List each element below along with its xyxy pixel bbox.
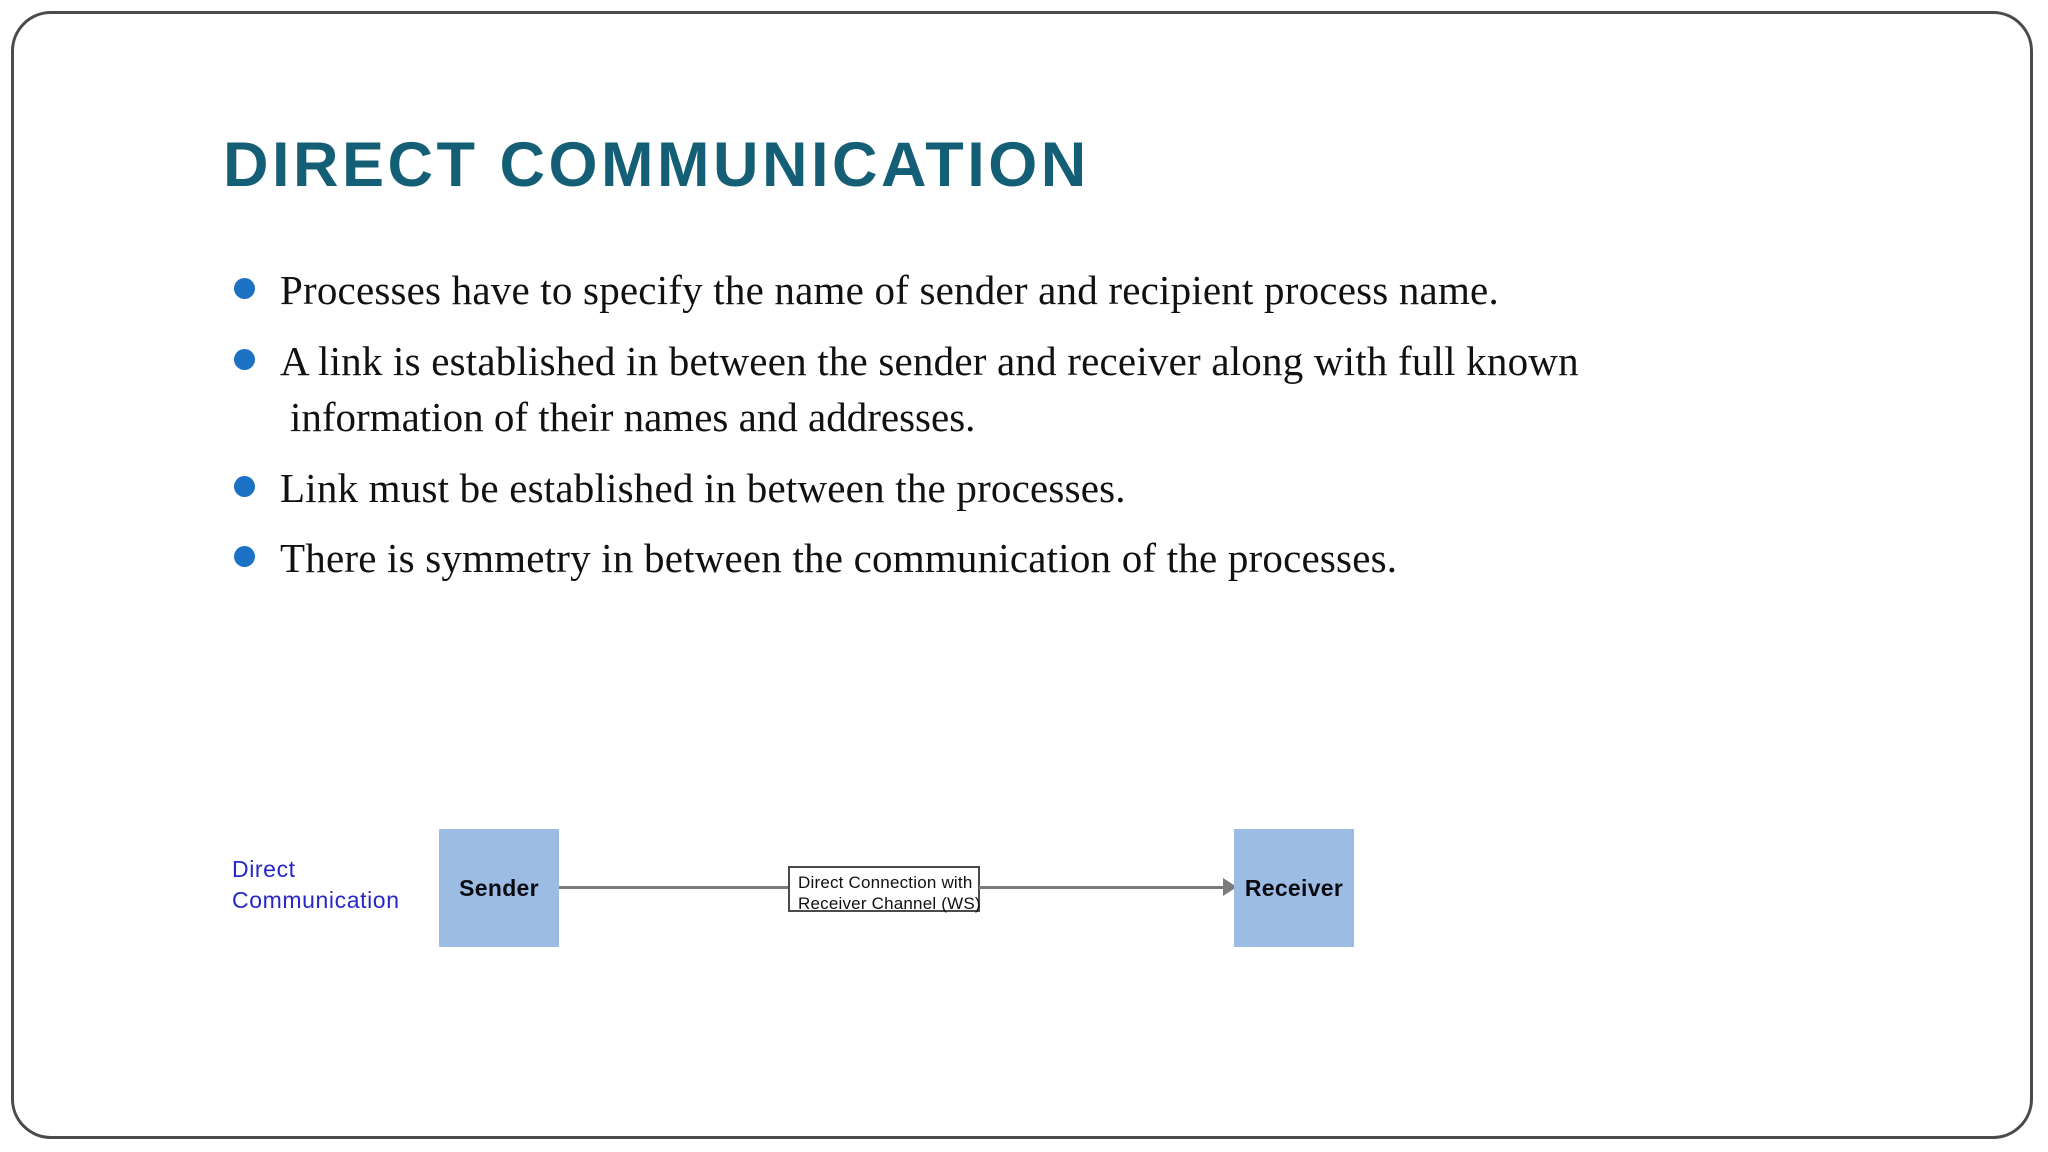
connector-line-right (979, 886, 1226, 889)
bullet-dot-icon (234, 546, 255, 568)
sender-node-label: Sender (459, 874, 539, 901)
diagram-caption-line2: Communication (232, 887, 400, 914)
list-item: Processes have to specify the name of se… (228, 262, 1928, 319)
list-item-text-continuation: information of their names and addresses… (290, 394, 976, 441)
channel-label-line1: Direct Connection with (798, 873, 973, 892)
bullet-dot-icon (234, 278, 255, 299)
list-item-text: Processes have to specify the name of se… (280, 267, 1499, 313)
list-item: A link is established in between the sen… (228, 333, 1928, 446)
channel-label-line2: Receiver Channel (WS) (798, 894, 981, 914)
slide-frame: DIRECT COMMUNICATION Processes have to s… (11, 11, 2033, 1139)
diagram-caption: Direct Communication (232, 854, 400, 916)
bullet-dot-icon (234, 475, 255, 497)
receiver-node-label: Receiver (1244, 874, 1344, 901)
connector-line-left (559, 886, 789, 889)
direct-communication-diagram: Direct Communication Sender Direct Conne… (204, 804, 1454, 984)
receiver-node: Receiver (1234, 829, 1354, 947)
list-item: Link must be established in between the … (228, 460, 1928, 517)
page-title: DIRECT COMMUNICATION (223, 130, 1090, 200)
diagram-caption-line1: Direct (232, 856, 296, 882)
arrow-head-icon (1223, 878, 1237, 896)
list-item-text: There is symmetry in between the communi… (280, 535, 1398, 582)
list-item-text: Link must be established in between the … (280, 464, 1126, 511)
list-item: There is symmetry in between the communi… (228, 530, 1928, 587)
bullet-list: Processes have to specify the name of se… (228, 262, 1928, 601)
channel-label-box: Direct Connection with Receiver Channel … (788, 866, 981, 914)
bullet-dot-icon (234, 348, 255, 370)
list-item-text: A link is established in between the sen… (280, 337, 1579, 384)
sender-node: Sender (439, 829, 559, 947)
